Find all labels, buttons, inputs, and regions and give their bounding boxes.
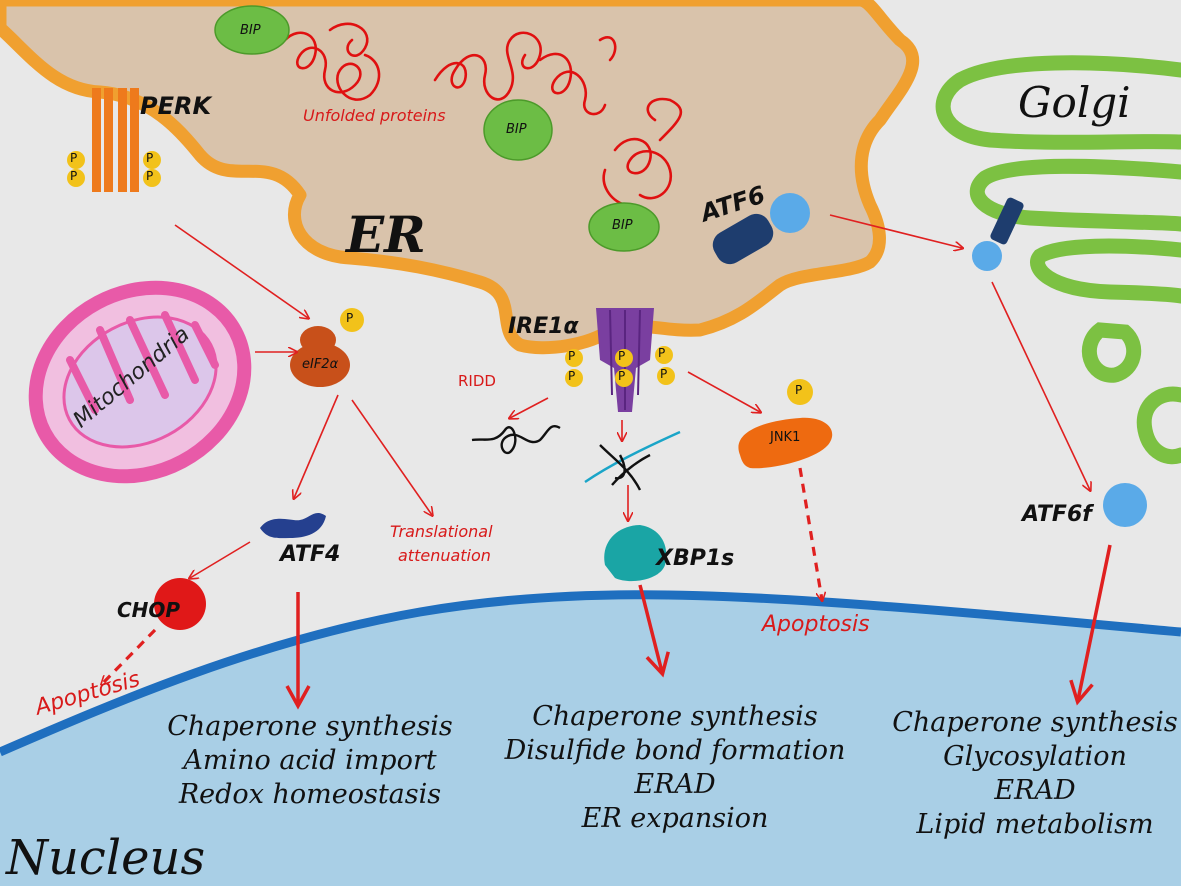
eif2a-label: eIF2α	[302, 357, 339, 372]
jnk1	[738, 379, 833, 469]
bip-1	[214, 5, 290, 55]
bip-label-1: BIP	[240, 23, 261, 38]
atf6-golgi	[972, 197, 1024, 271]
chop-protein	[154, 578, 206, 630]
atf6	[712, 193, 810, 265]
phospho-label-perk-4: P	[146, 169, 154, 183]
phospho-label-ire1-2: P	[568, 369, 576, 383]
atf6f-target-list: Chaperone synthesis Glycosylation ERAD L…	[890, 706, 1180, 842]
phospho-label-eif2a: P	[346, 311, 354, 325]
bip-2	[483, 99, 553, 161]
atf4-label: ATF4	[280, 542, 341, 567]
phospho-label-ire1-1: P	[568, 349, 576, 363]
bip-3	[588, 202, 660, 252]
phospho-label-perk-3: P	[146, 151, 154, 165]
phospho-label-ire1-3: P	[618, 349, 626, 363]
atf4-target-item: Redox homeostasis	[178, 779, 442, 810]
atf4-target-list: Chaperone synthesis Amino acid import Re…	[160, 710, 460, 812]
xbp1s-label: XBP1s	[656, 546, 735, 571]
mitochondria	[28, 280, 252, 484]
chop-label: CHOP	[117, 598, 181, 622]
xbp1s-target-item: ERAD	[634, 769, 716, 800]
atf4-target-item: Chaperone synthesis	[167, 711, 453, 742]
bip-label-3: BIP	[612, 218, 633, 233]
golgi-label: Golgi	[1018, 78, 1131, 127]
phospho-label-perk-1: P	[70, 151, 78, 165]
atf6f-target-item: ERAD	[994, 775, 1076, 806]
atf6f-protein	[1103, 483, 1147, 527]
pathway-arrows	[174, 214, 1090, 578]
ire1a-dimer	[565, 308, 675, 412]
ridd-degraded-mrna	[471, 425, 561, 455]
xbp1s-target-item: Chaperone synthesis	[532, 701, 818, 732]
phospho-label-jnk1: P	[795, 383, 803, 397]
unfolded-proteins	[283, 22, 683, 207]
atf6f-target-item: Glycosylation	[943, 741, 1127, 772]
translational-attenuation-label-2: attenuation	[398, 546, 491, 565]
ridd-label: RIDD	[458, 372, 496, 390]
translational-attenuation-label-1: Translational	[390, 522, 493, 541]
nuclear-envelope	[0, 590, 1181, 757]
atf4-target-item: Amino acid import	[183, 745, 437, 776]
apoptosis-label-right: Apoptosis	[762, 612, 870, 637]
phospho-label-ire1-4: P	[618, 369, 626, 383]
phospho-label-ire1-6: P	[660, 367, 668, 381]
xbp1s-target-list: Chaperone synthesis Disulfide bond forma…	[500, 700, 850, 836]
perk-dimer	[67, 88, 161, 192]
atf6f-label: ATF6f	[1022, 502, 1092, 527]
xbp1s-protein	[604, 525, 667, 582]
unfolded-proteins-label: Unfolded proteins	[303, 106, 446, 125]
golgi	[935, 55, 1181, 465]
eif2a	[290, 308, 364, 387]
xbp1-mrna-splicing	[584, 430, 681, 491]
phospho-label-perk-2: P	[70, 169, 78, 183]
transcription-arrows	[285, 544, 1112, 710]
bip-label-2: BIP	[506, 122, 527, 137]
phospho-label-ire1-5: P	[658, 346, 666, 360]
atf6f-target-item: Lipid metabolism	[916, 809, 1154, 840]
er-label: ER	[346, 205, 426, 264]
nucleus-label: Nucleus	[6, 830, 206, 886]
apoptosis-arrows	[102, 467, 822, 684]
bip-proteins	[214, 5, 660, 252]
perk-label: PERK	[140, 92, 212, 120]
jnk1-label: JNK1	[770, 430, 801, 445]
xbp1s-target-item: Disulfide bond formation	[504, 735, 846, 766]
atf6f-target-item: Chaperone synthesis	[892, 707, 1178, 738]
nucleus	[0, 594, 1181, 886]
xbp1s-target-item: ER expansion	[581, 803, 769, 834]
ire1a-label: IRE1α	[508, 314, 579, 339]
atf4-protein	[260, 512, 326, 539]
er-lumen	[0, 0, 920, 355]
